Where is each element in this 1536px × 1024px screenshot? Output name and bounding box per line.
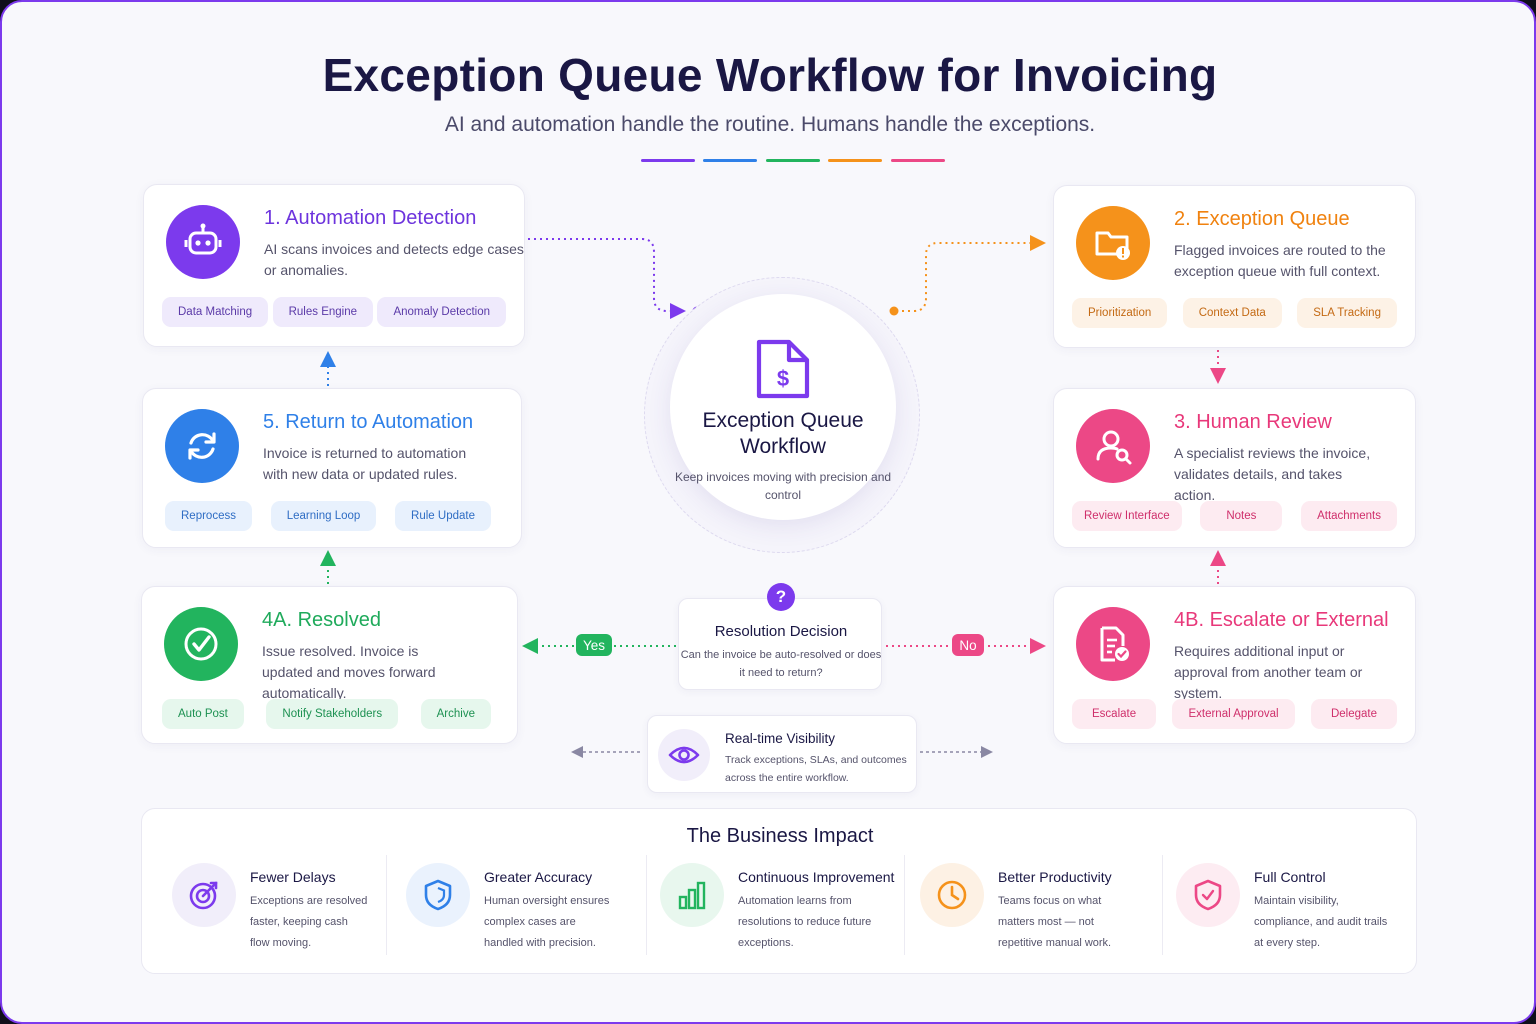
impact-item-description: Human oversight ensures complex cases ar… bbox=[484, 895, 610, 949]
tag-rules-engine: Rules Engine bbox=[272, 297, 374, 327]
business-impact-panel: The Business Impact Fewer Delays Excepti… bbox=[141, 808, 1417, 974]
impact-item-description: Automation learns from resolutions to re… bbox=[738, 895, 872, 949]
impact-item-title: Better Productivity bbox=[998, 869, 1112, 885]
shield-icon bbox=[406, 863, 470, 927]
connector-detection-to-hub bbox=[528, 238, 702, 319]
yes-badge: Yes bbox=[576, 634, 612, 656]
card-automation-detection[interactable]: 1. Automation Detection AI scans invoice… bbox=[143, 184, 525, 347]
tag-anomaly-detection: Anomaly Detection bbox=[377, 297, 506, 327]
step-title: 4B. Escalate or External bbox=[1174, 609, 1389, 631]
shield-check-icon bbox=[1176, 863, 1240, 927]
hub-description: Keep invoices moving with precision and … bbox=[674, 470, 892, 502]
page-title: Exception Queue Workflow for Invoicing bbox=[322, 49, 1218, 101]
visibility-description: Track exceptions, SLAs, and outcomes acr… bbox=[725, 754, 907, 784]
divider bbox=[386, 855, 387, 955]
impact-item-better-productivity: Better Productivity Teams focus on what … bbox=[890, 855, 1145, 963]
impact-title: The Business Impact bbox=[686, 825, 874, 847]
impact-item-description: Exceptions are resolved faster, keeping … bbox=[250, 895, 368, 949]
tag-data-matching: Data Matching bbox=[162, 297, 269, 327]
impact-item-description: Maintain visibility, compliance, and aud… bbox=[1254, 895, 1388, 949]
document-check-icon bbox=[1076, 607, 1150, 681]
card-return-to-automation[interactable]: 5. Return to Automation Invoice is retur… bbox=[142, 388, 522, 548]
robot-icon bbox=[166, 205, 240, 279]
step-description: Flagged invoices are routed to the excep… bbox=[1174, 242, 1386, 279]
workflow-hub: $ Exception Queue Workflow Keep invoices… bbox=[670, 294, 896, 520]
step-description: AI scans invoices and detects edge cases… bbox=[264, 241, 524, 278]
tag-list: Reprocess Learning Loop Rule Update bbox=[165, 501, 491, 531]
card-exception-queue[interactable]: 2. Exception Queue Flagged invoices are … bbox=[1053, 185, 1416, 348]
step-title: 1. Automation Detection bbox=[264, 207, 477, 229]
check-circle-icon bbox=[164, 607, 238, 681]
impact-item-greater-accuracy: Greater Accuracy Human oversight ensures… bbox=[376, 855, 631, 963]
tag-context-data: Context Data bbox=[1182, 298, 1282, 328]
impact-item-continuous-improvement: Continuous Improvement Automation learns… bbox=[630, 855, 894, 963]
tag-external-approval: External Approval bbox=[1172, 699, 1295, 729]
tag-attachments: Attachments bbox=[1301, 501, 1397, 531]
divider bbox=[1162, 855, 1163, 955]
visibility-title: Real-time Visibility bbox=[725, 731, 836, 746]
tag-list: Data Matching Rules Engine Anomaly Detec… bbox=[162, 297, 506, 327]
clock-icon bbox=[920, 863, 984, 927]
page-subtitle: AI and automation handle the routine. Hu… bbox=[444, 113, 1096, 136]
tag-list: Escalate External Approval Delegate bbox=[1072, 699, 1397, 729]
accent-dash-orange bbox=[828, 159, 882, 162]
decision-title: Resolution Decision bbox=[714, 623, 848, 640]
tag-list: Prioritization Context Data SLA Tracking bbox=[1072, 298, 1397, 328]
tag-delegate: Delegate bbox=[1310, 699, 1397, 729]
impact-item-title: Greater Accuracy bbox=[484, 869, 593, 885]
impact-item-fewer-delays: Fewer Delays Exceptions are resolved fas… bbox=[142, 855, 397, 963]
tag-sla-tracking: SLA Tracking bbox=[1297, 298, 1397, 328]
tag-review-interface: Review Interface bbox=[1072, 501, 1182, 531]
question-icon: ? bbox=[767, 583, 795, 611]
step-description: Invoice is returned to automation with n… bbox=[263, 445, 467, 482]
card-escalate[interactable]: 4B. Escalate or External Requires additi… bbox=[1053, 586, 1416, 744]
step-title: 2. Exception Queue bbox=[1174, 208, 1350, 230]
divider bbox=[904, 855, 905, 955]
impact-item-full-control: Full Control Maintain visibility, compli… bbox=[1146, 855, 1401, 963]
realtime-visibility: Real-time Visibility Track exceptions, S… bbox=[647, 715, 917, 793]
tag-learning-loop: Learning Loop bbox=[270, 501, 377, 531]
impact-item-title: Full Control bbox=[1254, 869, 1326, 885]
accent-dash-blue bbox=[703, 159, 757, 162]
connector-hub-to-queue bbox=[889, 235, 1046, 316]
tag-rule-update: Rule Update bbox=[395, 501, 491, 531]
impact-item-title: Continuous Improvement bbox=[738, 869, 895, 885]
tag-prioritization: Prioritization bbox=[1072, 298, 1168, 328]
accent-dash-purple bbox=[641, 159, 695, 162]
tag-archive: Archive bbox=[420, 699, 491, 729]
tag-reprocess: Reprocess bbox=[165, 501, 252, 531]
step-title: 4A. Resolved bbox=[262, 609, 381, 631]
step-description: Issue resolved. Invoice is updated and m… bbox=[262, 643, 436, 701]
step-description: Requires additional input or approval fr… bbox=[1174, 643, 1363, 701]
folder-alert-icon bbox=[1076, 206, 1150, 280]
eye-icon bbox=[658, 729, 710, 781]
tag-list: Auto Post Notify Stakeholders Archive bbox=[162, 699, 491, 729]
accent-dash-pink bbox=[891, 159, 945, 162]
hub-title: Exception Queue Workflow bbox=[702, 409, 864, 458]
tag-notify-stakeholders: Notify Stakeholders bbox=[266, 699, 399, 729]
decision-description: Can the invoice be auto-resolved or does… bbox=[680, 649, 882, 679]
step-title: 5. Return to Automation bbox=[263, 411, 474, 433]
invoice-dollar-icon: $ bbox=[756, 339, 810, 399]
step-description: A specialist reviews the invoice, valida… bbox=[1174, 445, 1371, 503]
card-human-review[interactable]: 3. Human Review A specialist reviews the… bbox=[1053, 388, 1416, 548]
tag-list: Review Interface Notes Attachments bbox=[1072, 501, 1397, 531]
card-resolved[interactable]: 4A. Resolved Issue resolved. Invoice is … bbox=[141, 586, 518, 744]
bar-chart-icon bbox=[660, 863, 724, 927]
tag-escalate: Escalate bbox=[1072, 699, 1157, 729]
svg-text:$: $ bbox=[777, 366, 789, 391]
resolution-decision: Resolution Decision Can the invoice be a… bbox=[678, 598, 882, 690]
accent-dash-green bbox=[766, 159, 820, 162]
target-icon bbox=[172, 863, 236, 927]
divider bbox=[646, 855, 647, 955]
tag-notes: Notes bbox=[1200, 501, 1283, 531]
user-search-icon bbox=[1076, 409, 1150, 483]
refresh-icon bbox=[165, 409, 239, 483]
step-title: 3. Human Review bbox=[1174, 411, 1332, 433]
no-badge: No bbox=[952, 634, 984, 656]
impact-item-description: Teams focus on what matters most — not r… bbox=[998, 895, 1112, 949]
tag-auto-post: Auto Post bbox=[162, 699, 244, 729]
impact-item-title: Fewer Delays bbox=[250, 869, 336, 885]
